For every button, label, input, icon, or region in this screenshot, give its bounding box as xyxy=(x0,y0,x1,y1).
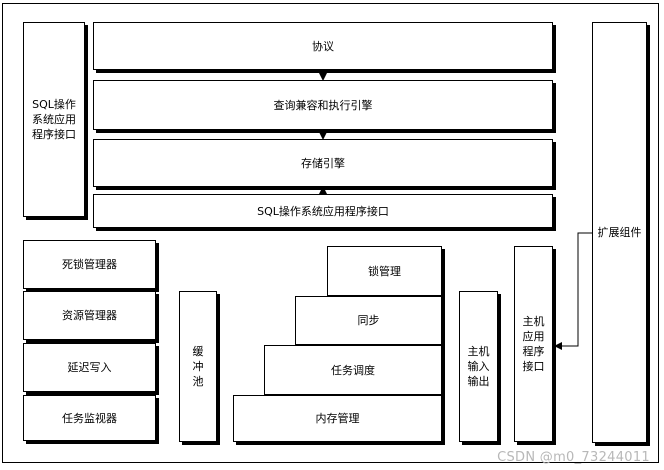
resource-manager-label: 资源管理器 xyxy=(62,309,117,322)
buffer-pool: 缓冲池 xyxy=(179,291,217,442)
task-monitor-label: 任务监视器 xyxy=(62,411,117,425)
synchronization-label: 同步 xyxy=(357,314,380,327)
task-scheduling-label: 任务调度 xyxy=(331,363,375,377)
lazy-write-label: 延迟写入 xyxy=(67,361,112,374)
extension-components-label: 扩展组件 xyxy=(597,226,642,239)
deadlock-manager: 死锁管理器 xyxy=(23,240,156,289)
host-api-label: 主机应用程序接口 xyxy=(522,315,545,373)
memory-management-label: 内存管理 xyxy=(315,412,360,425)
task-scheduling: 任务调度 xyxy=(264,345,442,395)
resource-manager: 资源管理器 xyxy=(23,291,156,340)
sql-os-api-vertical: SQL操作系统应用程序接口 xyxy=(23,22,85,217)
query-engine-label: 查询兼容和执行引擎 xyxy=(273,98,373,112)
host-io: 主机输入输出 xyxy=(459,291,498,442)
synchronization: 同步 xyxy=(295,296,442,345)
lock-management: 锁管理 xyxy=(327,246,442,296)
lock-management-label: 锁管理 xyxy=(368,264,401,278)
protocol-layer: 协议 xyxy=(93,22,553,70)
memory-management: 内存管理 xyxy=(233,395,442,442)
host-api: 主机应用程序接口 xyxy=(514,246,553,442)
sql-os-api-layer: SQL操作系统应用程序接口 xyxy=(93,194,553,228)
deadlock-manager-label: 死锁管理器 xyxy=(62,258,117,271)
storage-engine-label: 存储引擎 xyxy=(301,156,345,170)
sql-os-api-vertical-label: SQL操作系统应用程序接口 xyxy=(32,98,76,141)
watermark: CSDN @m0_73244011 xyxy=(497,450,650,465)
task-monitor: 任务监视器 xyxy=(23,395,156,441)
extension-components: 扩展组件 xyxy=(592,22,647,443)
arrow-extension-to-host-api xyxy=(554,232,592,350)
host-io-label: 主机输入输出 xyxy=(467,345,490,388)
lazy-write: 延迟写入 xyxy=(23,343,156,392)
protocol-label: 协议 xyxy=(312,39,334,53)
sql-os-api-label: SQL操作系统应用程序接口 xyxy=(257,204,389,218)
buffer-pool-label: 缓冲池 xyxy=(192,345,204,388)
